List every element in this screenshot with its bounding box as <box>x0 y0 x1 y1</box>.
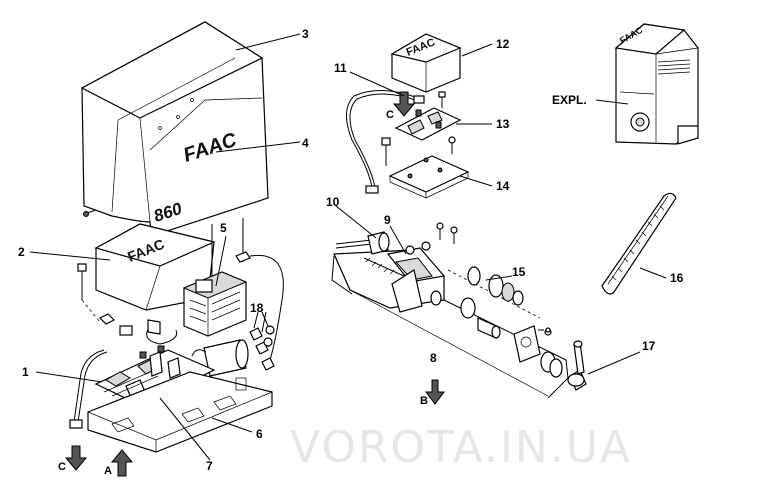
label-8: 8 <box>430 351 437 365</box>
arrow-c-left-label: C <box>58 461 66 473</box>
arrow-down-icon <box>64 445 88 471</box>
label-14: 14 <box>496 179 510 193</box>
arrow-c-board: C <box>386 91 416 121</box>
base-plate <box>87 371 273 453</box>
arrow-b-label: B <box>420 395 428 407</box>
motor-cover: FAAC 860 <box>80 21 269 237</box>
electronic-board <box>394 91 462 141</box>
label-4: 4 <box>302 136 309 150</box>
label-13: 13 <box>496 117 510 131</box>
arrow-a: A <box>104 449 134 477</box>
label-6: 6 <box>256 427 263 441</box>
leader-lines <box>29 33 667 461</box>
label-12: 12 <box>496 37 510 51</box>
transformer <box>119 218 284 361</box>
arrow-up-icon <box>110 449 134 477</box>
label-5: 5 <box>220 221 227 235</box>
arrow-c-left: C <box>58 445 88 473</box>
arrow-down-icon <box>392 91 416 117</box>
arrow-c-board-label: C <box>386 109 394 121</box>
capacitor-nuts <box>191 311 275 377</box>
label-10: 10 <box>326 195 340 209</box>
label-17: 17 <box>642 339 656 353</box>
gear-kit <box>430 266 563 378</box>
label-7: 7 <box>206 459 213 473</box>
board-cover: FAAC <box>390 33 462 93</box>
label-1: 1 <box>22 365 29 379</box>
toothed-belt <box>601 192 677 295</box>
release-key <box>567 340 587 391</box>
board-cable <box>346 89 425 194</box>
expl-unit: FAAC <box>614 23 699 145</box>
label-9: 9 <box>384 213 391 227</box>
label-18: 18 <box>250 301 264 315</box>
arrow-down-icon <box>425 379 445 405</box>
label-expl: EXPL. <box>552 93 587 107</box>
label-11: 11 <box>334 61 347 75</box>
watermark: VOROTA.IN.UA <box>290 422 632 473</box>
part-labels: 1 2 3 4 5 6 7 8 9 10 11 12 13 14 15 16 1… <box>18 27 684 473</box>
label-16: 16 <box>670 271 684 285</box>
board-base <box>381 136 470 199</box>
cable <box>69 349 108 429</box>
label-15: 15 <box>512 265 526 279</box>
label-2: 2 <box>18 245 25 259</box>
label-3: 3 <box>302 27 309 41</box>
gearbox <box>331 222 569 399</box>
arrow-a-label: A <box>104 465 112 477</box>
motor-shaft <box>335 231 405 277</box>
arrow-b: B <box>420 379 445 407</box>
